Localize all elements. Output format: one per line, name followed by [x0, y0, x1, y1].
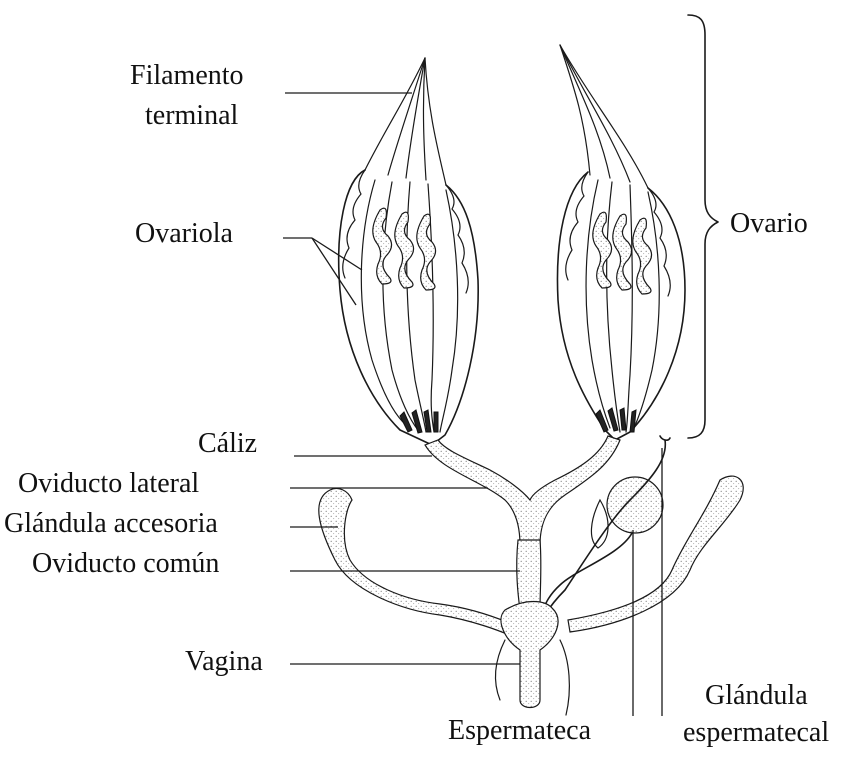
label-ovario: Ovario	[730, 208, 808, 240]
label-oviducto-lateral: Oviducto lateral	[18, 468, 199, 500]
oviducts	[425, 436, 620, 610]
label-espermateca: Espermateca	[448, 715, 591, 747]
label-ovariola: Ovariola	[135, 218, 233, 250]
label-vagina: Vagina	[185, 646, 263, 678]
label-terminal: terminal	[145, 100, 238, 132]
right-ovary	[557, 45, 685, 440]
label-glandula-accesoria: Glándula accesoria	[4, 508, 218, 540]
label-filamento: Filamento	[130, 60, 244, 92]
vagina	[495, 602, 569, 716]
label-glandula: Glándula	[705, 680, 808, 712]
label-oviducto-comun: Oviducto común	[32, 548, 219, 580]
label-caliz: Cáliz	[198, 428, 257, 460]
left-ovary	[339, 58, 478, 445]
label-espermatecal: espermatecal	[683, 717, 829, 749]
